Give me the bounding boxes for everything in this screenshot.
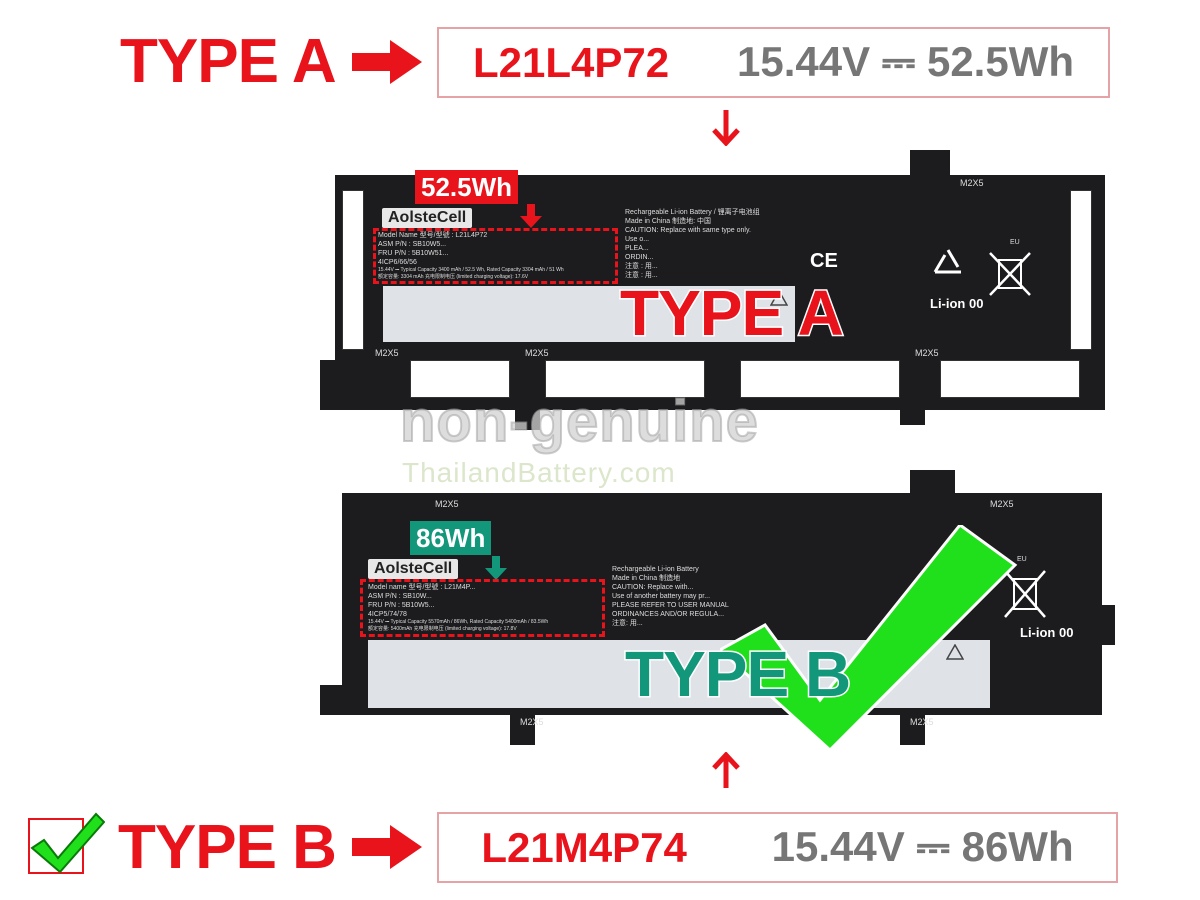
label-line: FRU P/N : 5B10W51... [378, 250, 449, 257]
label-line: PLEA... [625, 245, 649, 252]
label-line: 额定容量: 5400mAh 充电限制电压 (limited charging v… [368, 626, 517, 632]
screw-label: M2X5 [375, 348, 399, 358]
label-line: 4ICP6/66/56 [378, 259, 417, 266]
label-line: CAUTION: Replace with same type only. [625, 227, 751, 234]
type-a-model-box: L21L4P72 15.44V ⎓ 52.5Wh [437, 27, 1110, 98]
type-b-model: L21M4P74 [481, 823, 687, 871]
screw-label: M2X5 [525, 348, 549, 358]
arrow-down-icon [712, 110, 740, 146]
li-ion-label: Li-ion 00 [1020, 625, 1074, 640]
label-line: 4ICP5/74/78 [368, 611, 407, 618]
capacity-tag: 52.5Wh [415, 170, 519, 204]
checkmark-icon [720, 525, 1018, 750]
brand-logo: AolsteCell [382, 208, 473, 228]
capacity-tag: 86Wh [410, 521, 492, 555]
type-a-model: L21L4P72 [472, 38, 670, 86]
arrow-down-icon [485, 556, 507, 580]
label-line: Made in China 制造地: 中国 [625, 218, 711, 225]
label-line: 注意: 用... [612, 620, 643, 627]
type-a-overlay: TYPE A [619, 277, 846, 349]
arrow-right-icon [352, 825, 422, 869]
type-b-spec: 15.44V ⎓ 86Wh [771, 823, 1074, 870]
screw-label: M2X5 [915, 348, 939, 358]
recycle-icon [933, 249, 961, 274]
label-line: 注意 : 用... [625, 272, 658, 279]
label-line: ORDINANCES AND/OR REGULA... [612, 611, 725, 618]
arrow-up-icon [712, 752, 740, 788]
type-b-model-box: L21M4P74 15.44V ⎓ 86Wh [437, 812, 1118, 883]
warning-icon [770, 290, 788, 306]
label-line: 额定容量: 3304 mAh 充电限制电压 (limited charging … [378, 274, 529, 280]
label-line: Model Name 型号/型號 : L21L4P72 [378, 232, 488, 239]
warning-icon [946, 644, 964, 660]
crossed-bin-icon [1004, 570, 1046, 618]
type-b-overlay: TYPE B [623, 638, 852, 710]
label-line: Model name 型号/型號 : L21M4P... [368, 584, 476, 591]
warning-label [383, 286, 795, 342]
arrow-right-icon [352, 40, 422, 84]
label-line: ASM P/N : SB10W... [368, 593, 432, 600]
screw-label: M2X5 [910, 717, 934, 727]
eu-label: EU [1017, 556, 1027, 563]
label-line: Use o... [625, 236, 650, 243]
ce-mark-icon: CE [810, 250, 838, 272]
arrow-down-icon [520, 204, 542, 228]
checkmark-icon [30, 812, 105, 874]
crossed-bin-icon [989, 252, 1031, 296]
brand-logo: AolsteCell [368, 559, 459, 579]
watermark-text: non-genuine [399, 389, 759, 454]
label-line: 注意 : 用... [625, 263, 658, 270]
label-line: FRU P/N : 5B10W5... [368, 602, 435, 609]
label-line: Rechargeable Li-ion Battery [612, 566, 699, 573]
battery-type-b: M2X5 M2X5 M2X5 M2X5 86Wh AolsteCell Mode… [320, 465, 1120, 755]
label-line: Rechargeable Li-ion Battery / 锂离子电池组 [625, 209, 760, 216]
screw-label: M2X5 [990, 499, 1014, 509]
highlight-box [373, 228, 618, 284]
label-line: 15.44V ⎓ Typical Capacity 3400 mAh / 52.… [378, 267, 564, 273]
label-line: Made in China 制造地 [612, 575, 681, 582]
type-b-heading: TYPE B [118, 813, 337, 882]
label-line: 15.44V ⎓ Typical Capacity 5570mAh / 86Wh… [368, 619, 549, 625]
label-line: PLEASE REFER TO USER MANUAL [612, 602, 729, 609]
label-line: ASM P/N : SB10W5... [378, 241, 447, 248]
label-line: CAUTION: Replace with... [612, 584, 694, 591]
battery-type-a: M2X5 M2X5 M2X5 M2X5 52.5Wh AolsteCell Mo… [320, 150, 1110, 430]
li-ion-label: Li-ion 00 [930, 296, 984, 311]
screw-label: M2X5 [520, 717, 544, 727]
screw-label: M2X5 [960, 178, 984, 188]
highlight-box [360, 579, 605, 637]
screw-label: M2X5 [435, 499, 459, 509]
type-a-heading: TYPE A [120, 27, 337, 96]
type-a-spec: 15.44V ⎓ 52.5Wh [737, 38, 1075, 85]
watermark-url: ThailandBattery.com [402, 457, 676, 488]
label-line: Use of another battery may pr... [612, 593, 711, 600]
label-line: ORDIN... [625, 254, 654, 261]
eu-label: EU [1010, 239, 1020, 246]
